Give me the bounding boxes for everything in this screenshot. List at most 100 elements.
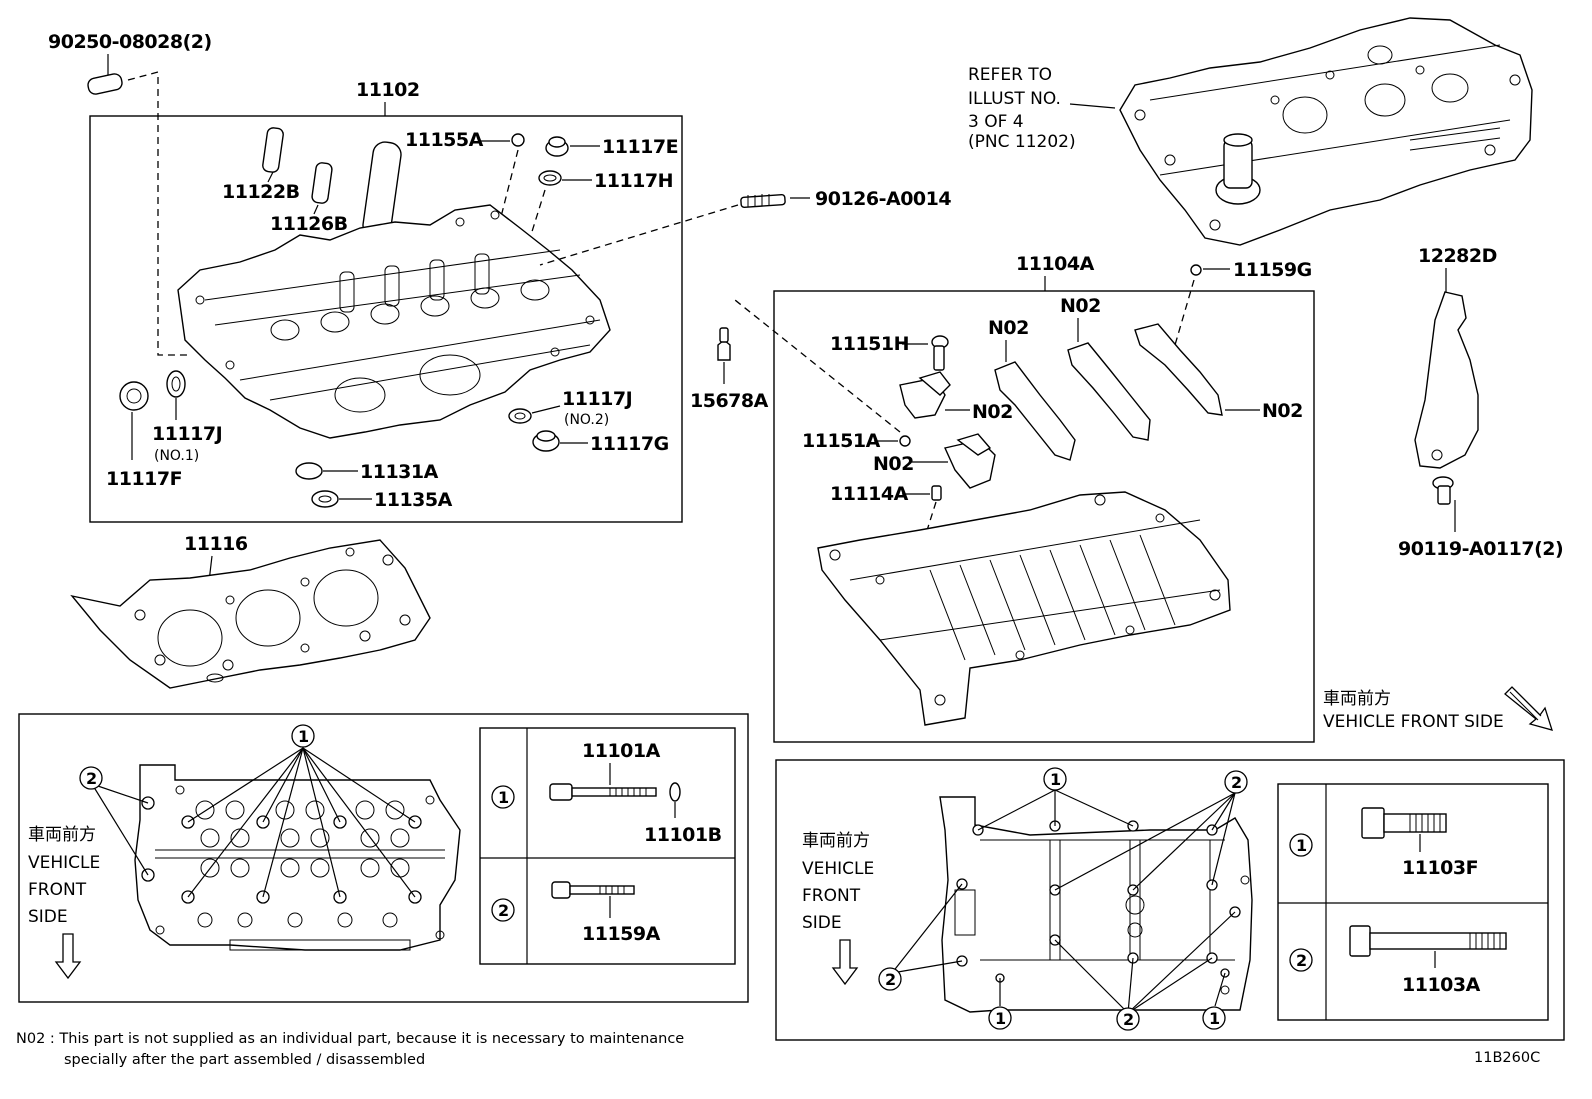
vehicle-front-jp-right: 車両前方	[802, 831, 870, 851]
head-bolt-sequence-panel: 車両前方 VEHICLE FRONT SIDE 1 2	[18, 713, 749, 1003]
head-gasket-11116[interactable]: 11116	[70, 533, 431, 689]
plug-11117G[interactable]: 11117G	[532, 430, 669, 455]
label-11116[interactable]: 11116	[184, 533, 248, 555]
label-11101B[interactable]: 11101B	[644, 824, 722, 846]
label-n02-a[interactable]: N02	[972, 401, 1013, 423]
stud-90126[interactable]: 90126-A0014	[539, 188, 952, 266]
valve-guide-11126B[interactable]: 11126B	[270, 162, 348, 235]
cylinder-head-box	[89, 115, 683, 523]
housing-bolt-sequence-panel: 車両前方 VEHICLE FRONT SIDE 1	[775, 759, 1565, 1041]
bolt-11103A[interactable]: 11103A	[1349, 925, 1507, 996]
marker-1-head	[291, 724, 315, 748]
label-11117G[interactable]: 11117G	[590, 433, 669, 455]
valve-cover-reference[interactable]: REFER TO ILLUST NO. 3 OF 4 (PNC 11202)	[968, 17, 1533, 246]
arrow-down-icon	[54, 933, 82, 980]
marker-1-housing-bottom-right: 1	[1209, 1009, 1220, 1028]
label-no2: (NO.2)	[564, 412, 609, 428]
plug-11131A[interactable]: 11131A	[295, 461, 439, 483]
seal-11117J-no1[interactable]: 11117J (NO.1)	[152, 370, 223, 464]
label-11104A[interactable]: 11104A	[1016, 253, 1095, 275]
label-11101A[interactable]: 11101A	[582, 740, 661, 762]
plug-11155A[interactable]: 11155A	[405, 129, 525, 261]
seal-11135A[interactable]: 11135A	[311, 489, 453, 511]
housing-bolt-legend-table	[1277, 783, 1549, 1021]
seal-11117H[interactable]: 11117H	[519, 170, 674, 271]
bearing-cap-c[interactable]: N02	[988, 317, 1076, 461]
label-11117E[interactable]: 11117E	[602, 136, 679, 158]
label-11103A[interactable]: 11103A	[1402, 974, 1481, 996]
bracket-12282D[interactable]: 12282D	[1414, 245, 1497, 469]
vehicle-front-line2-left: FRONT	[28, 880, 87, 900]
bearing-cap-e[interactable]: N02	[1134, 323, 1303, 422]
plug-11159G[interactable]: 11159G	[1174, 259, 1312, 346]
plug-11117E[interactable]: 11117E	[545, 136, 679, 158]
label-11131A[interactable]: 11131A	[360, 461, 439, 483]
arrow-down-icon	[831, 939, 859, 986]
bolt-90119[interactable]: 90119-A0117(2)	[1398, 476, 1564, 560]
bolt-11151H[interactable]: 11151H	[830, 333, 949, 371]
seal-11117J-no2[interactable]: 11117J (NO.2)	[508, 388, 633, 428]
vehicle-front-jp-top: 車両前方	[1323, 689, 1391, 709]
plug-11117F[interactable]: 11117F	[106, 381, 183, 490]
plug-11151A[interactable]: 11151A	[734, 299, 911, 452]
bearing-cap-d[interactable]: N02	[1060, 295, 1151, 441]
label-no1: (NO.1)	[154, 448, 199, 464]
camshaft-housing-frame[interactable]	[817, 491, 1231, 726]
bearing-cap-a[interactable]: N02	[899, 371, 1013, 423]
marker-1-housing-top: 1	[1050, 770, 1061, 789]
label-n02-e[interactable]: N02	[1262, 400, 1303, 422]
label-n02-b[interactable]: N02	[873, 453, 914, 475]
bearing-cap-b[interactable]: N02	[873, 433, 996, 489]
vehicle-front-indicator-top: 車両前方 VEHICLE FRONT SIDE	[1323, 686, 1553, 732]
label-90250[interactable]: 90250-08028(2)	[48, 31, 212, 53]
label-11151A[interactable]: 11151A	[802, 430, 881, 452]
label-11117J-no1[interactable]: 11117J	[152, 423, 223, 445]
bolt-11103F[interactable]: 11103F	[1361, 807, 1479, 879]
valve-guide-11122B[interactable]: 11122B	[222, 127, 300, 203]
label-11135A[interactable]: 11135A	[374, 489, 453, 511]
head-bolt-panel-box	[18, 713, 749, 1003]
cylinder-head-body[interactable]	[177, 204, 611, 439]
bolt-11101A[interactable]: 11101A	[549, 740, 661, 801]
marker-2-housing-bottom: 2	[1123, 1010, 1134, 1029]
label-11151H[interactable]: 11151H	[830, 333, 910, 355]
legend-marker-2-left: 2	[498, 901, 509, 920]
label-11159A[interactable]: 11159A	[582, 923, 661, 945]
refer-line1: REFER TO	[968, 65, 1052, 85]
marker-2-head	[79, 766, 103, 790]
washer-11101B[interactable]: 11101B	[644, 782, 722, 846]
camshaft-housing-box	[773, 290, 1315, 743]
label-11155A[interactable]: 11155A	[405, 129, 484, 151]
marker-2-housing-left: 2	[885, 970, 896, 989]
legend-marker-1-right: 1	[1296, 836, 1307, 855]
bolt-11159A[interactable]: 11159A	[551, 881, 661, 945]
label-11159G[interactable]: 11159G	[1233, 259, 1312, 281]
marker-2-head-text: 2	[86, 769, 97, 788]
bolt-15678A[interactable]: 15678A	[690, 327, 769, 412]
marker-2-housing-top: 2	[1231, 773, 1242, 792]
vehicle-front-line1-right: VEHICLE	[802, 859, 874, 879]
refer-line4: (PNC 11202)	[968, 132, 1076, 152]
label-11117H[interactable]: 11117H	[594, 170, 674, 192]
label-11117F[interactable]: 11117F	[106, 468, 183, 490]
vehicle-front-text-top: VEHICLE FRONT SIDE	[1323, 712, 1504, 732]
refer-line2: ILLUST NO.	[968, 89, 1061, 109]
label-n02-d[interactable]: N02	[1060, 295, 1101, 317]
head-bolt-legend-table	[479, 727, 736, 965]
label-11103F[interactable]: 11103F	[1402, 857, 1479, 879]
label-11114A[interactable]: 11114A	[830, 483, 909, 505]
label-11117J-no2[interactable]: 11117J	[562, 388, 633, 410]
label-12282D[interactable]: 12282D	[1418, 245, 1497, 267]
label-11122B[interactable]: 11122B	[222, 181, 300, 203]
vehicle-front-line3-left: SIDE	[28, 907, 68, 927]
legend-marker-2-right: 2	[1296, 951, 1307, 970]
label-15678A[interactable]: 15678A	[690, 390, 769, 412]
refer-line3: 3 OF 4	[968, 112, 1024, 132]
label-90126[interactable]: 90126-A0014	[815, 188, 952, 210]
label-11126B[interactable]: 11126B	[270, 213, 348, 235]
label-11102[interactable]: 11102	[356, 79, 420, 101]
label-90119[interactable]: 90119-A0117(2)	[1398, 538, 1564, 560]
label-n02-c[interactable]: N02	[988, 317, 1029, 339]
pin-90250[interactable]: 90250-08028(2)	[48, 31, 212, 356]
marker-1-head-text: 1	[298, 727, 309, 746]
